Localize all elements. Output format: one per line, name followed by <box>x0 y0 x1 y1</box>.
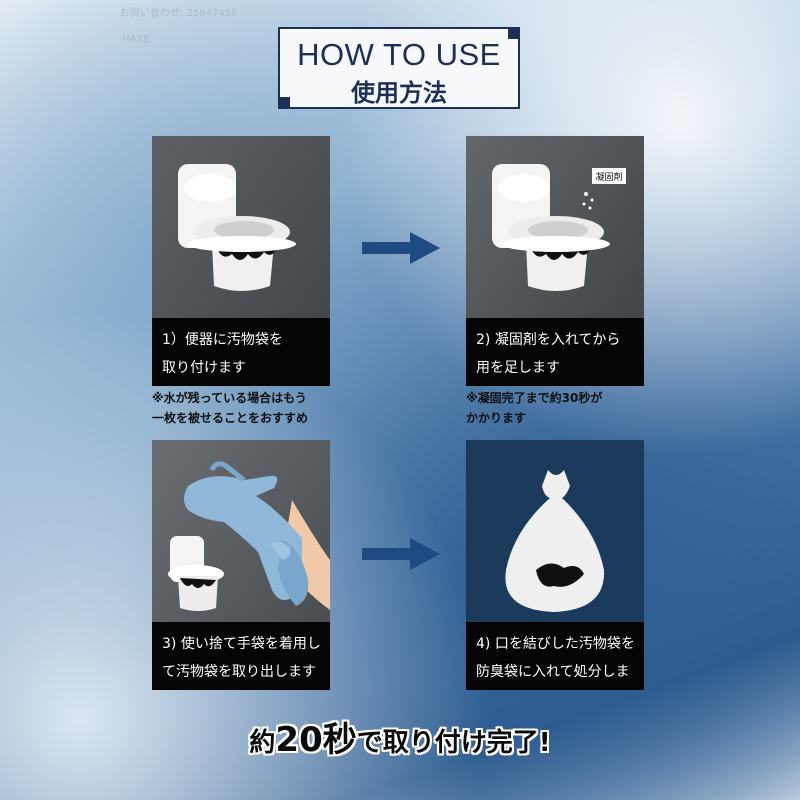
step-2-caption-line1: 2) 凝固剤を入れてから <box>476 332 621 348</box>
step-3-caption-line1: 3) 使い捨て手袋を着用し <box>162 636 321 652</box>
completion-prefix: 約 <box>249 728 276 758</box>
step-4-caption-line2: 防臭袋に入れて処分します <box>476 664 630 680</box>
step-4-panel: 4) 口を結びした汚物袋を 防臭袋に入れて処分します <box>466 440 644 690</box>
completion-suffix: で取り付け完了! <box>356 728 551 758</box>
step-2-caption-line2: 用を足します <box>476 360 560 376</box>
title-english: HOW TO USE <box>297 37 501 72</box>
watermark-text: お問い合わせ: 25847456 <box>120 8 238 19</box>
title-corner <box>508 27 520 39</box>
step-3-caption: 3) 使い捨て手袋を着用し て汚物袋を取り出します <box>152 622 330 690</box>
title-japanese: 使用方法 <box>351 79 447 107</box>
title-corner <box>278 97 290 109</box>
step-1-note-line2: 一枚を被せることをおすすめ <box>152 411 309 425</box>
step-2-note-line1: ※凝固完了まで約30秒が <box>466 391 603 405</box>
step-2-caption: 2) 凝固剤を入れてから 用を足します <box>466 318 644 386</box>
step-2-note: ※凝固完了まで約30秒が かかります <box>466 388 656 428</box>
completion-message: 約20秒で取り付け完了! <box>0 712 800 761</box>
arrow-right-icon <box>362 232 440 264</box>
coagulant-label: 凝固剤 <box>595 171 622 183</box>
step-3-caption-line2: て汚物袋を取り出します <box>162 664 316 680</box>
watermark-text-2: HAZE <box>122 34 150 45</box>
arrow-right-icon <box>362 538 440 570</box>
step-4-caption: 4) 口を結びした汚物袋を 防臭袋に入れて処分します <box>466 622 644 690</box>
step-1-note: ※水が残っている場合はもう 一枚を被せることをおすすめ <box>152 388 342 428</box>
step-1-caption: 1）便器に汚物袋を 取り付けます <box>152 318 330 386</box>
completion-time: 20秒 <box>275 720 357 760</box>
title-box: HOW TO USE 使用方法 <box>278 27 520 109</box>
step-3-panel: 3) 使い捨て手袋を着用し て汚物袋を取り出します <box>152 440 330 690</box>
step-1-caption-line1: 1）便器に汚物袋を <box>162 332 283 348</box>
step-2-note-line2: かかります <box>466 411 527 425</box>
step-2-panel: 凝固剤 2) 凝固剤を入れてから 用を足します <box>466 136 644 386</box>
step-1-caption-line2: 取り付けます <box>162 360 246 376</box>
step-1-note-line1: ※水が残っている場合はもう <box>152 391 307 405</box>
step-4-caption-line1: 4) 口を結びした汚物袋を <box>476 636 635 652</box>
step-1-panel: 1）便器に汚物袋を 取り付けます <box>152 136 330 386</box>
